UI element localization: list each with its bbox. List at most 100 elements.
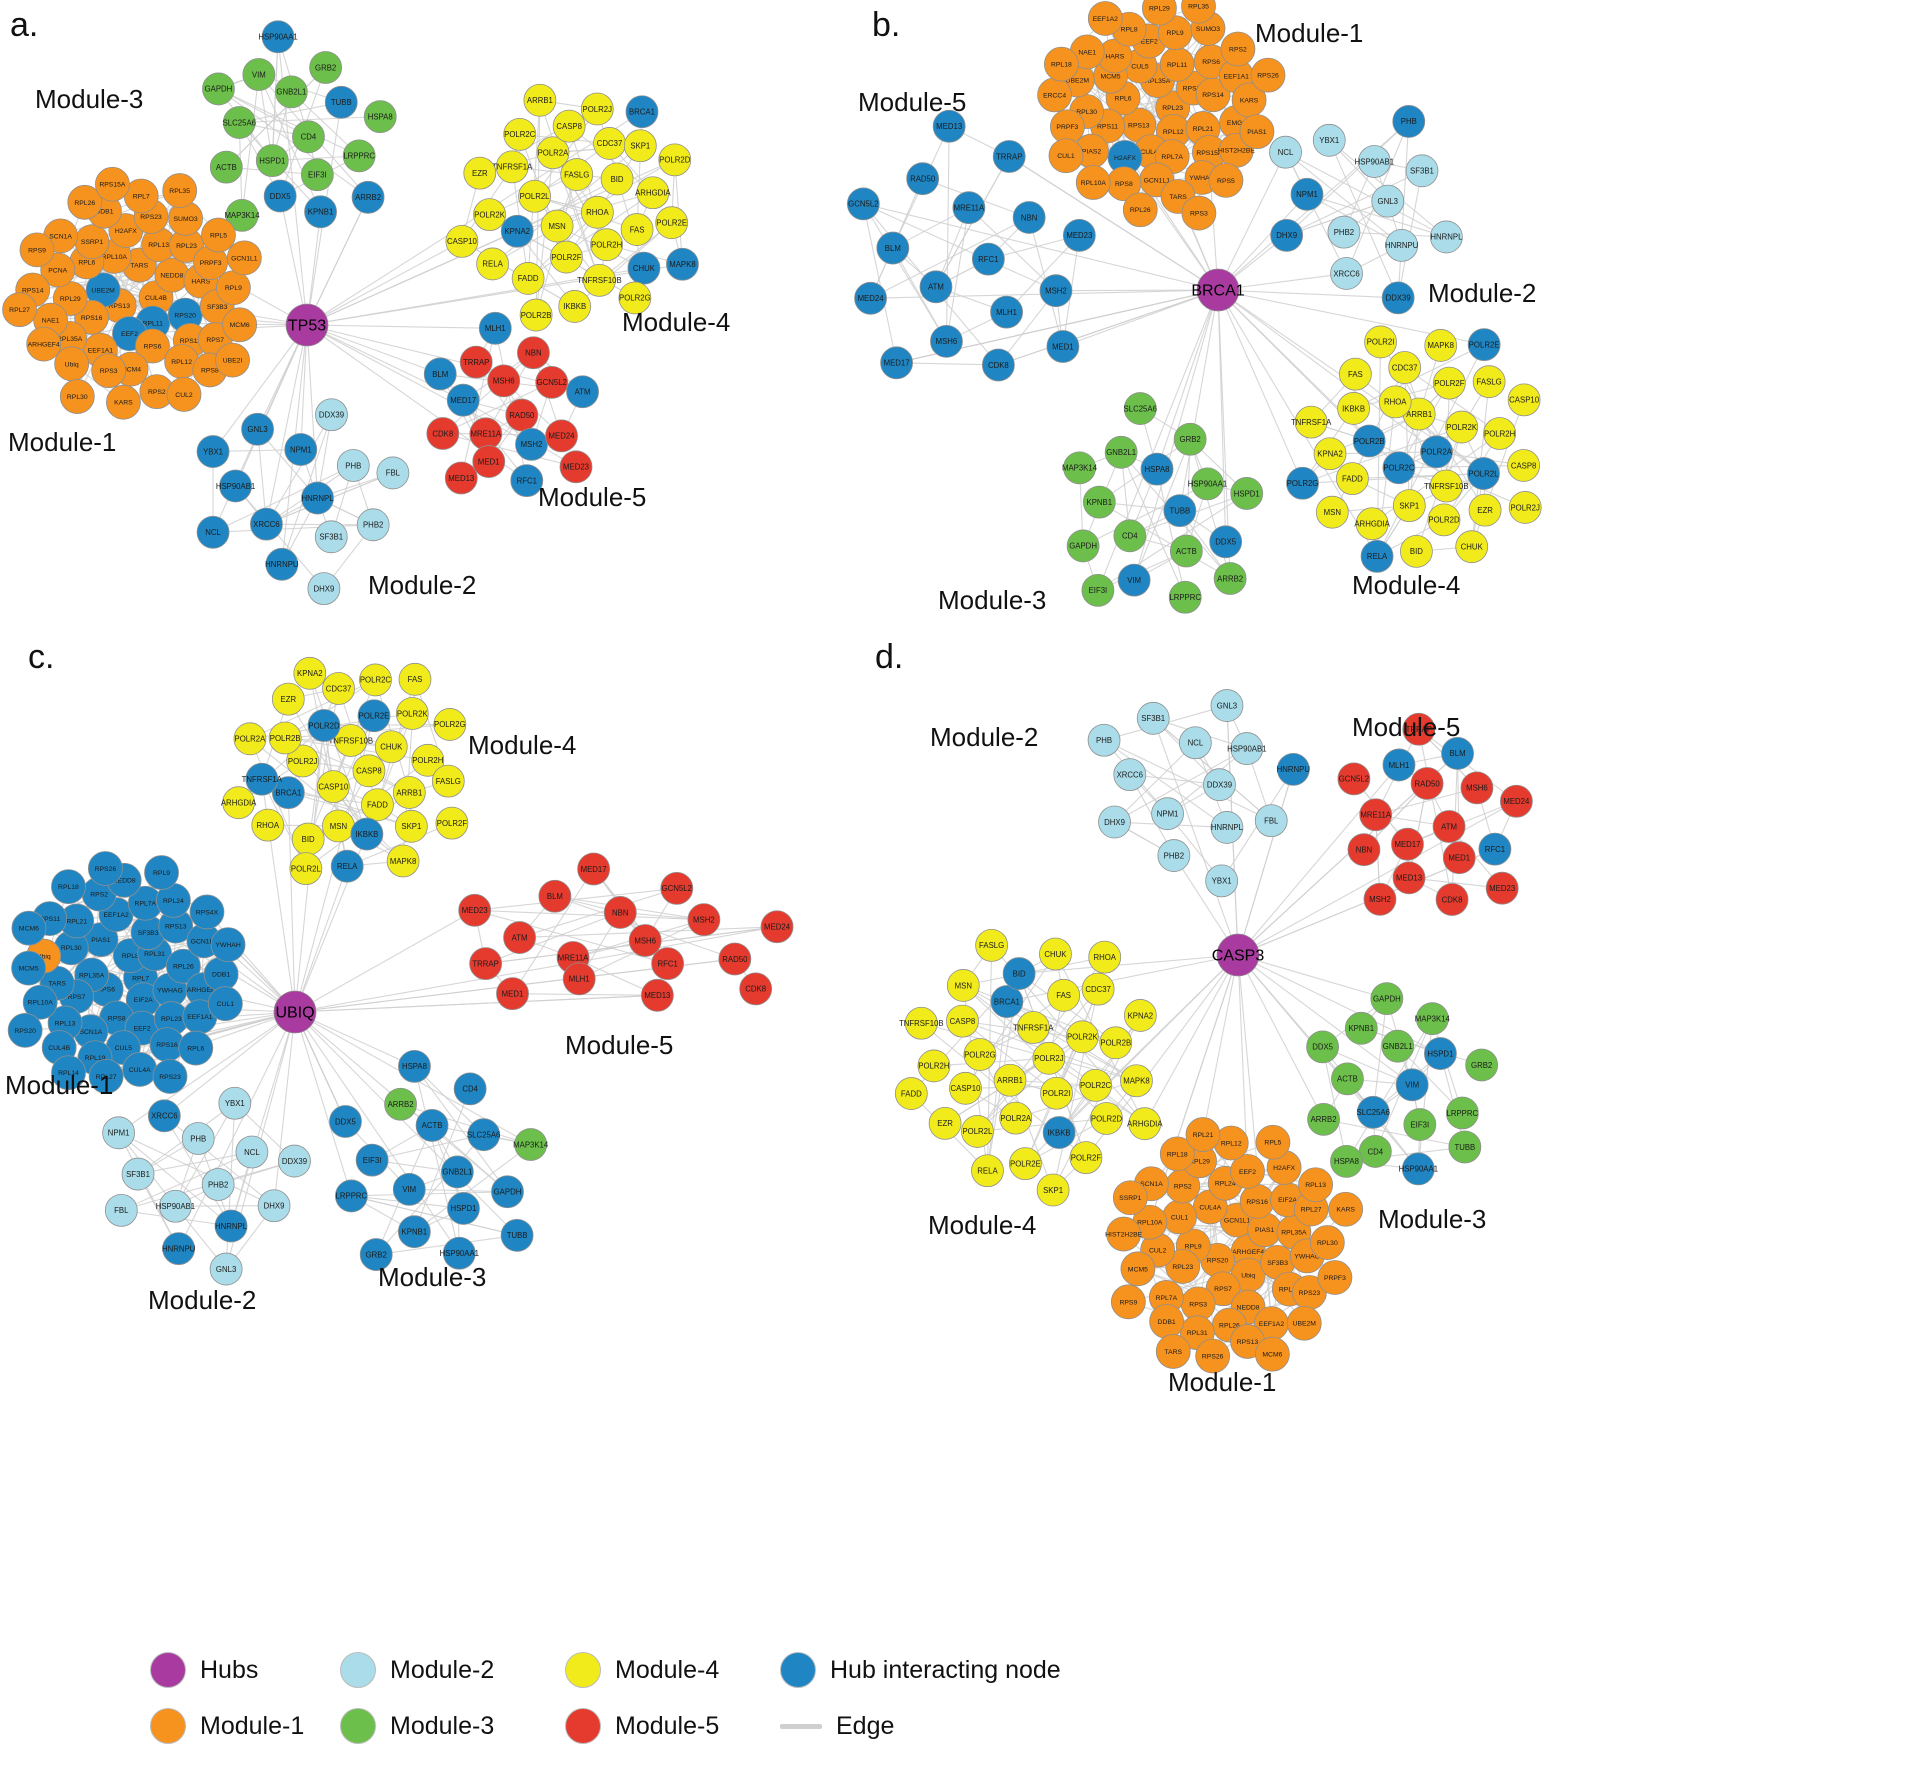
network-node[interactable]: ERCC4 bbox=[1037, 77, 1072, 113]
network-node[interactable]: SLC25A6 bbox=[467, 1118, 500, 1152]
network-node[interactable]: EIF3I bbox=[355, 1143, 389, 1177]
network-node[interactable]: ARRB2 bbox=[1213, 562, 1247, 595]
network-node[interactable]: CUL1 bbox=[1048, 138, 1084, 174]
network-node[interactable]: TNFRSF10B bbox=[577, 263, 622, 297]
network-node[interactable]: CASP10 bbox=[316, 770, 350, 803]
network-node[interactable]: NCL bbox=[1178, 726, 1212, 760]
network-node[interactable]: CUL2 bbox=[166, 377, 202, 412]
network-node[interactable]: FASLG bbox=[975, 928, 1009, 962]
network-node[interactable]: MAP3K14 bbox=[1062, 451, 1098, 485]
network-node[interactable]: CUL1 bbox=[1162, 1199, 1197, 1235]
network-node[interactable]: POLR2G bbox=[433, 708, 467, 741]
network-node[interactable]: SLC25A6 bbox=[223, 106, 256, 139]
network-node[interactable]: PHB2 bbox=[356, 508, 390, 542]
network-node[interactable]: RPS9 bbox=[1110, 1284, 1146, 1320]
network-node[interactable]: BLM bbox=[423, 357, 457, 391]
network-node[interactable]: MRE11A bbox=[952, 191, 986, 225]
network-node[interactable]: FASLG bbox=[560, 158, 594, 191]
network-node[interactable]: MED17 bbox=[577, 852, 611, 886]
network-node[interactable]: TUBB bbox=[324, 85, 358, 119]
network-node[interactable]: RPS26 bbox=[87, 851, 123, 886]
network-node[interactable]: PHB bbox=[1087, 723, 1121, 757]
network-node[interactable]: SKP1 bbox=[394, 809, 428, 843]
network-node[interactable]: HNRNPL bbox=[1429, 220, 1463, 254]
network-node[interactable]: EIF3I bbox=[1403, 1108, 1437, 1141]
network-node[interactable]: GRB2 bbox=[1465, 1048, 1499, 1082]
network-node[interactable]: HSPA8 bbox=[398, 1049, 431, 1083]
network-node[interactable]: IKBKB bbox=[558, 290, 592, 323]
network-node[interactable]: MCM6 bbox=[1254, 1336, 1290, 1372]
network-node[interactable]: SF3B1 bbox=[314, 520, 348, 554]
network-node[interactable]: CASP8 bbox=[1507, 449, 1541, 482]
network-node[interactable]: LRPPRC bbox=[334, 1179, 368, 1213]
network-node[interactable]: ARHGDIA bbox=[1127, 1107, 1163, 1141]
network-node[interactable]: VIM bbox=[1117, 563, 1151, 597]
network-node[interactable]: CASP10 bbox=[1507, 383, 1541, 417]
network-node[interactable]: TRRAP bbox=[1402, 712, 1436, 746]
network-node[interactable]: POLR2L bbox=[289, 852, 323, 886]
network-node[interactable]: POLR2H bbox=[917, 1049, 951, 1083]
network-node[interactable]: PHB bbox=[181, 1122, 215, 1155]
network-node[interactable]: GNL3 bbox=[241, 412, 274, 446]
network-node[interactable]: GNL3 bbox=[209, 1252, 243, 1286]
network-node[interactable]: KPNB1 bbox=[1082, 485, 1116, 519]
network-node[interactable]: HSP90AB1 bbox=[216, 469, 255, 503]
network-node[interactable]: FAS bbox=[398, 662, 432, 696]
network-node[interactable]: RPS3 bbox=[1181, 195, 1217, 231]
network-node[interactable]: MAPK8 bbox=[1120, 1064, 1153, 1098]
network-node[interactable]: FAS bbox=[1338, 357, 1372, 391]
network-node[interactable]: SKP1 bbox=[1392, 489, 1426, 523]
network-node[interactable]: TRRAP bbox=[469, 947, 503, 981]
network-node[interactable]: CDK8 bbox=[981, 348, 1015, 382]
network-node[interactable]: DHX9 bbox=[1270, 218, 1304, 252]
network-node[interactable]: HSP90AB1 bbox=[1227, 732, 1267, 765]
network-node[interactable]: MSN bbox=[946, 969, 980, 1002]
network-node[interactable]: HSPD1 bbox=[1230, 477, 1264, 510]
network-node[interactable]: PRPF3 bbox=[1317, 1260, 1353, 1295]
network-node[interactable]: MCM5 bbox=[1120, 1251, 1156, 1287]
network-node[interactable]: DDX39 bbox=[315, 398, 348, 432]
network-node[interactable]: HNRNPL bbox=[1210, 811, 1244, 844]
network-node[interactable]: MED1 bbox=[1442, 841, 1476, 875]
network-node[interactable]: ACTB bbox=[1331, 1062, 1364, 1096]
network-node[interactable]: RPL26 bbox=[165, 948, 201, 984]
network-node[interactable]: MED23 bbox=[1485, 871, 1519, 905]
hub-node[interactable]: CASP3 bbox=[1212, 933, 1265, 977]
network-node[interactable]: RPL9 bbox=[1157, 15, 1193, 51]
network-node[interactable]: TUBB bbox=[1163, 494, 1197, 528]
network-node[interactable]: POLR2L bbox=[518, 179, 551, 213]
network-node[interactable]: MED23 bbox=[559, 450, 593, 484]
network-node[interactable]: GCN1L1 bbox=[226, 240, 262, 276]
network-node[interactable]: TNFRSF10B bbox=[1424, 469, 1469, 503]
network-node[interactable]: TUBB bbox=[1448, 1130, 1482, 1164]
network-node[interactable]: DDB1 bbox=[203, 956, 239, 992]
network-node[interactable]: ARRB1 bbox=[993, 1063, 1027, 1097]
network-node[interactable]: RPL30 bbox=[59, 379, 95, 414]
network-node[interactable]: NCL bbox=[235, 1135, 269, 1169]
network-node[interactable]: POLR2G bbox=[618, 281, 652, 315]
network-node[interactable]: DDX5 bbox=[1209, 525, 1243, 559]
network-node[interactable]: DDX39 bbox=[278, 1144, 311, 1178]
network-node[interactable]: RELA bbox=[330, 849, 364, 883]
network-node[interactable]: VIM bbox=[1395, 1068, 1429, 1102]
network-node[interactable]: BID bbox=[1399, 534, 1433, 568]
network-node[interactable]: GRB2 bbox=[1173, 422, 1207, 456]
network-node[interactable]: BID bbox=[1002, 957, 1036, 990]
network-node[interactable]: RPL26 bbox=[67, 184, 103, 220]
network-node[interactable]: POLR2F bbox=[435, 806, 469, 840]
network-node[interactable]: RPL18 bbox=[51, 869, 86, 905]
network-node[interactable]: POLR2I bbox=[1364, 325, 1397, 359]
network-node[interactable]: BLM bbox=[1441, 737, 1474, 770]
network-node[interactable]: RPL26 bbox=[1122, 192, 1158, 228]
network-node[interactable]: FADD bbox=[361, 788, 394, 822]
network-node[interactable]: FADD bbox=[894, 1077, 928, 1110]
network-node[interactable]: HIST2H2BE bbox=[1105, 1216, 1143, 1252]
network-node[interactable]: POLR2J bbox=[580, 92, 614, 126]
network-node[interactable]: MED17 bbox=[880, 346, 913, 380]
network-node[interactable]: RFC1 bbox=[1478, 832, 1512, 866]
network-node[interactable]: FADD bbox=[511, 262, 545, 295]
network-node[interactable]: POLR2J bbox=[286, 744, 320, 778]
network-node[interactable]: GCN5L2 bbox=[535, 365, 569, 399]
network-node[interactable]: TNFRSF10B bbox=[899, 1006, 944, 1040]
network-node[interactable]: MED13 bbox=[1392, 861, 1426, 895]
